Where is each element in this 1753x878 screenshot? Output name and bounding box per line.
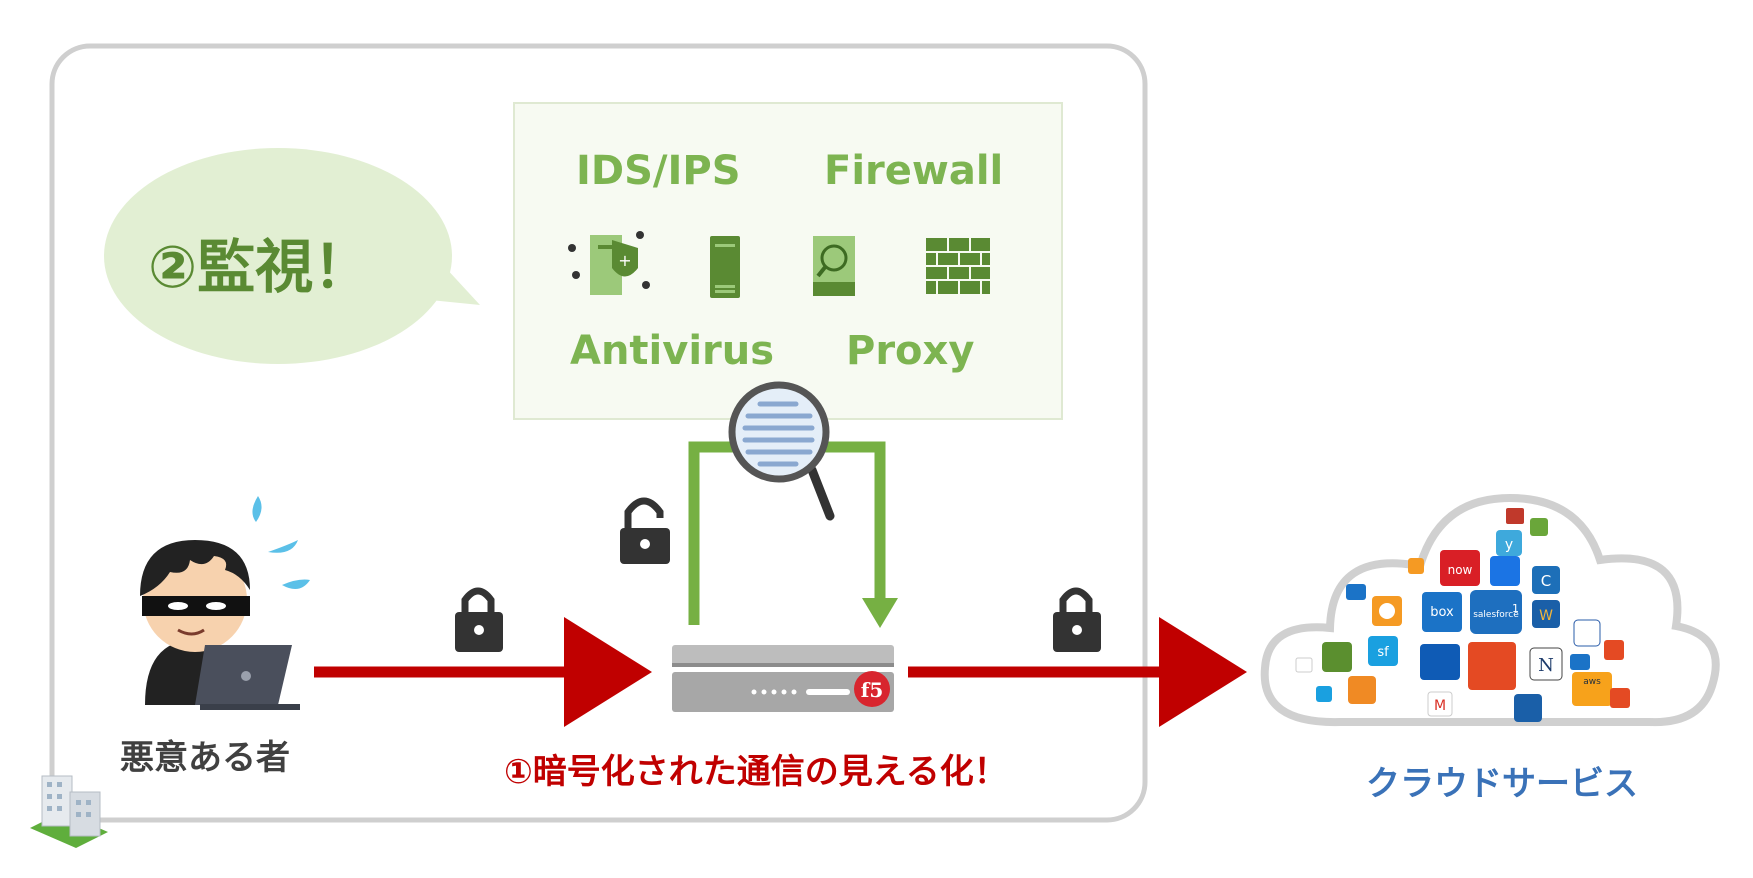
dropbox-app-icon bbox=[1490, 556, 1520, 586]
gear-app-icon bbox=[1372, 596, 1402, 626]
green-small-app-icon bbox=[1530, 518, 1548, 536]
svg-text:+: + bbox=[618, 251, 631, 270]
svg-text:W: W bbox=[1539, 608, 1553, 624]
box-small-app-icon bbox=[1346, 584, 1366, 600]
blue-small-app-icon bbox=[1316, 686, 1332, 702]
locked-padlock-icon-left bbox=[455, 587, 503, 652]
workday-app-icon: W bbox=[1532, 600, 1560, 628]
ids-ips-icon: + bbox=[568, 231, 650, 295]
f5-appliance bbox=[672, 645, 894, 712]
tool-label-ids-ips: IDS/IPS bbox=[576, 148, 741, 194]
office-small-app-icon-2 bbox=[1610, 688, 1630, 708]
svg-text:box: box bbox=[1430, 605, 1454, 620]
cloud-app-icons: now box salesforce sf M N aws bbox=[1295, 508, 1630, 722]
svg-text:y: y bbox=[1505, 537, 1513, 553]
svg-text:sf: sf bbox=[1377, 645, 1389, 660]
now-app-icon: now bbox=[1440, 550, 1480, 586]
arrow-app-icon bbox=[1573, 619, 1601, 647]
box-small-app-icon-2 bbox=[1570, 654, 1590, 670]
magnifier-icon bbox=[728, 381, 835, 521]
svg-text:salesforce: salesforce bbox=[1473, 610, 1519, 620]
svg-text:now: now bbox=[1448, 563, 1473, 577]
decrypt-caption: ①暗号化された通信の見える化！ bbox=[504, 752, 1008, 792]
speech-bubble-text: ②監視！ bbox=[148, 233, 372, 301]
c-app-icon: C bbox=[1532, 566, 1560, 594]
svg-text:aws: aws bbox=[1583, 677, 1601, 687]
speech-bubble bbox=[104, 148, 480, 364]
firewall-server-icon bbox=[710, 236, 740, 298]
actor-label: 悪意ある者 bbox=[120, 738, 290, 778]
svg-text:N: N bbox=[1538, 655, 1554, 676]
locked-padlock-icon-right bbox=[1053, 587, 1101, 652]
office-app-icon bbox=[1468, 642, 1516, 690]
f5-logo-text: f5 bbox=[861, 678, 884, 702]
chatter-app-icon bbox=[1514, 694, 1542, 722]
green-app-icon bbox=[1322, 642, 1352, 672]
aws-app-icon: aws bbox=[1572, 672, 1612, 706]
orange-app-icon bbox=[1348, 676, 1376, 704]
sf-app-icon: sf bbox=[1368, 636, 1398, 666]
brick-wall-icon bbox=[926, 238, 990, 294]
m-small-app-icon bbox=[1295, 657, 1313, 673]
box-app-icon: box bbox=[1422, 592, 1462, 632]
salesforce-app-icon: salesforce bbox=[1470, 590, 1522, 634]
tool-label-proxy: Proxy bbox=[846, 328, 975, 374]
yammer-app-icon: y bbox=[1496, 530, 1522, 556]
red-small-app-icon bbox=[1506, 508, 1524, 524]
hacker-illustration bbox=[140, 496, 310, 710]
cloud-service-label: クラウドサービス bbox=[1366, 764, 1638, 804]
gmail-app-icon: M bbox=[1427, 691, 1453, 717]
svg-text:M: M bbox=[1434, 698, 1446, 714]
notion-app-icon: N bbox=[1529, 647, 1563, 681]
office-small-app-icon bbox=[1604, 640, 1624, 660]
orange-small-app-icon bbox=[1408, 558, 1424, 574]
svg-text:C: C bbox=[1541, 572, 1551, 590]
tool-label-antivirus: Antivirus bbox=[570, 328, 775, 374]
salesforce-count-badge: 1 bbox=[1512, 602, 1519, 615]
building-icon bbox=[30, 775, 108, 848]
antivirus-scan-icon bbox=[813, 236, 855, 296]
onedrive-app-icon bbox=[1420, 644, 1460, 680]
tool-label-firewall: Firewall bbox=[824, 148, 1004, 194]
unlocked-padlock-icon bbox=[620, 497, 670, 564]
